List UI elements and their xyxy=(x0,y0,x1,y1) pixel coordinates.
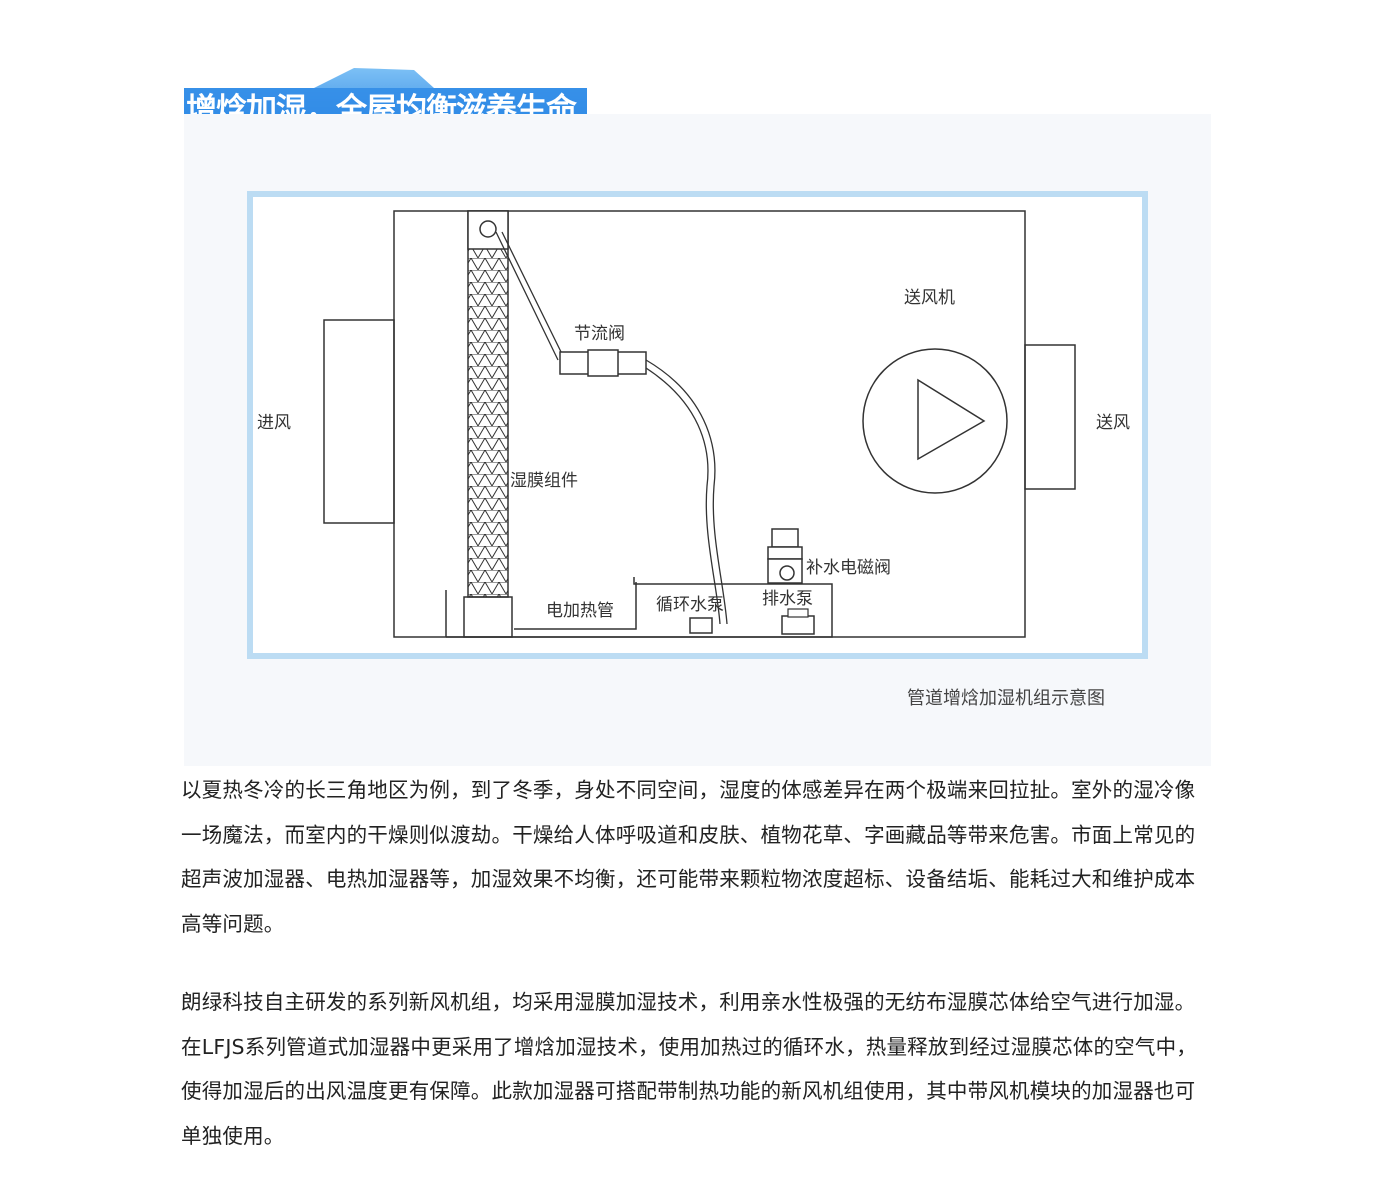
drain-pump xyxy=(781,615,815,635)
circulation-pump xyxy=(689,617,713,634)
label-drain-pump: 排水泵 xyxy=(762,589,813,609)
label-heating-tube: 电加热管 xyxy=(546,601,614,621)
humidifier-diagram-figure: 进风 送风 送风机 节流阀 湿膜组件 补水电磁阀 排水泵 循环水泵 电加热管 管… xyxy=(184,114,1211,766)
fan-circle xyxy=(862,348,1008,494)
label-throttle-valve: 节流阀 xyxy=(574,324,625,344)
solenoid-valve xyxy=(767,528,803,584)
label-solenoid-valve: 补水电磁阀 xyxy=(806,558,891,578)
fan-arrow xyxy=(917,378,986,461)
body-paragraph-2: 朗绿科技自主研发的系列新风机组，均采用湿膜加湿技术，利用亲水性极强的无纺布湿膜芯… xyxy=(181,990,1197,1148)
heating-tube xyxy=(514,582,637,630)
label-wet-film: 湿膜组件 xyxy=(510,471,578,491)
water-tank xyxy=(445,577,833,638)
label-air-out: 送风 xyxy=(1096,413,1130,433)
label-fan: 送风机 xyxy=(904,288,955,308)
outlet-duct xyxy=(1024,344,1076,490)
label-air-in: 进风 xyxy=(257,413,291,433)
throttle-valve xyxy=(559,349,647,377)
inlet-duct xyxy=(323,319,395,524)
wet-film-column xyxy=(467,210,509,598)
spray-nozzle xyxy=(479,220,497,238)
label-circulation-pump: 循环水泵 xyxy=(656,595,724,615)
body-paragraph-1: 以夏热冬冷的长三角地区为例，到了冬季，身处不同空间，湿度的体感差异在两个极端来回… xyxy=(181,778,1196,936)
diagram-caption: 管道增焓加湿机组示意图 xyxy=(907,688,1105,709)
humidifier-diagram: 进风 送风 送风机 节流阀 湿膜组件 补水电磁阀 排水泵 循环水泵 电加热管 管… xyxy=(247,191,1148,709)
